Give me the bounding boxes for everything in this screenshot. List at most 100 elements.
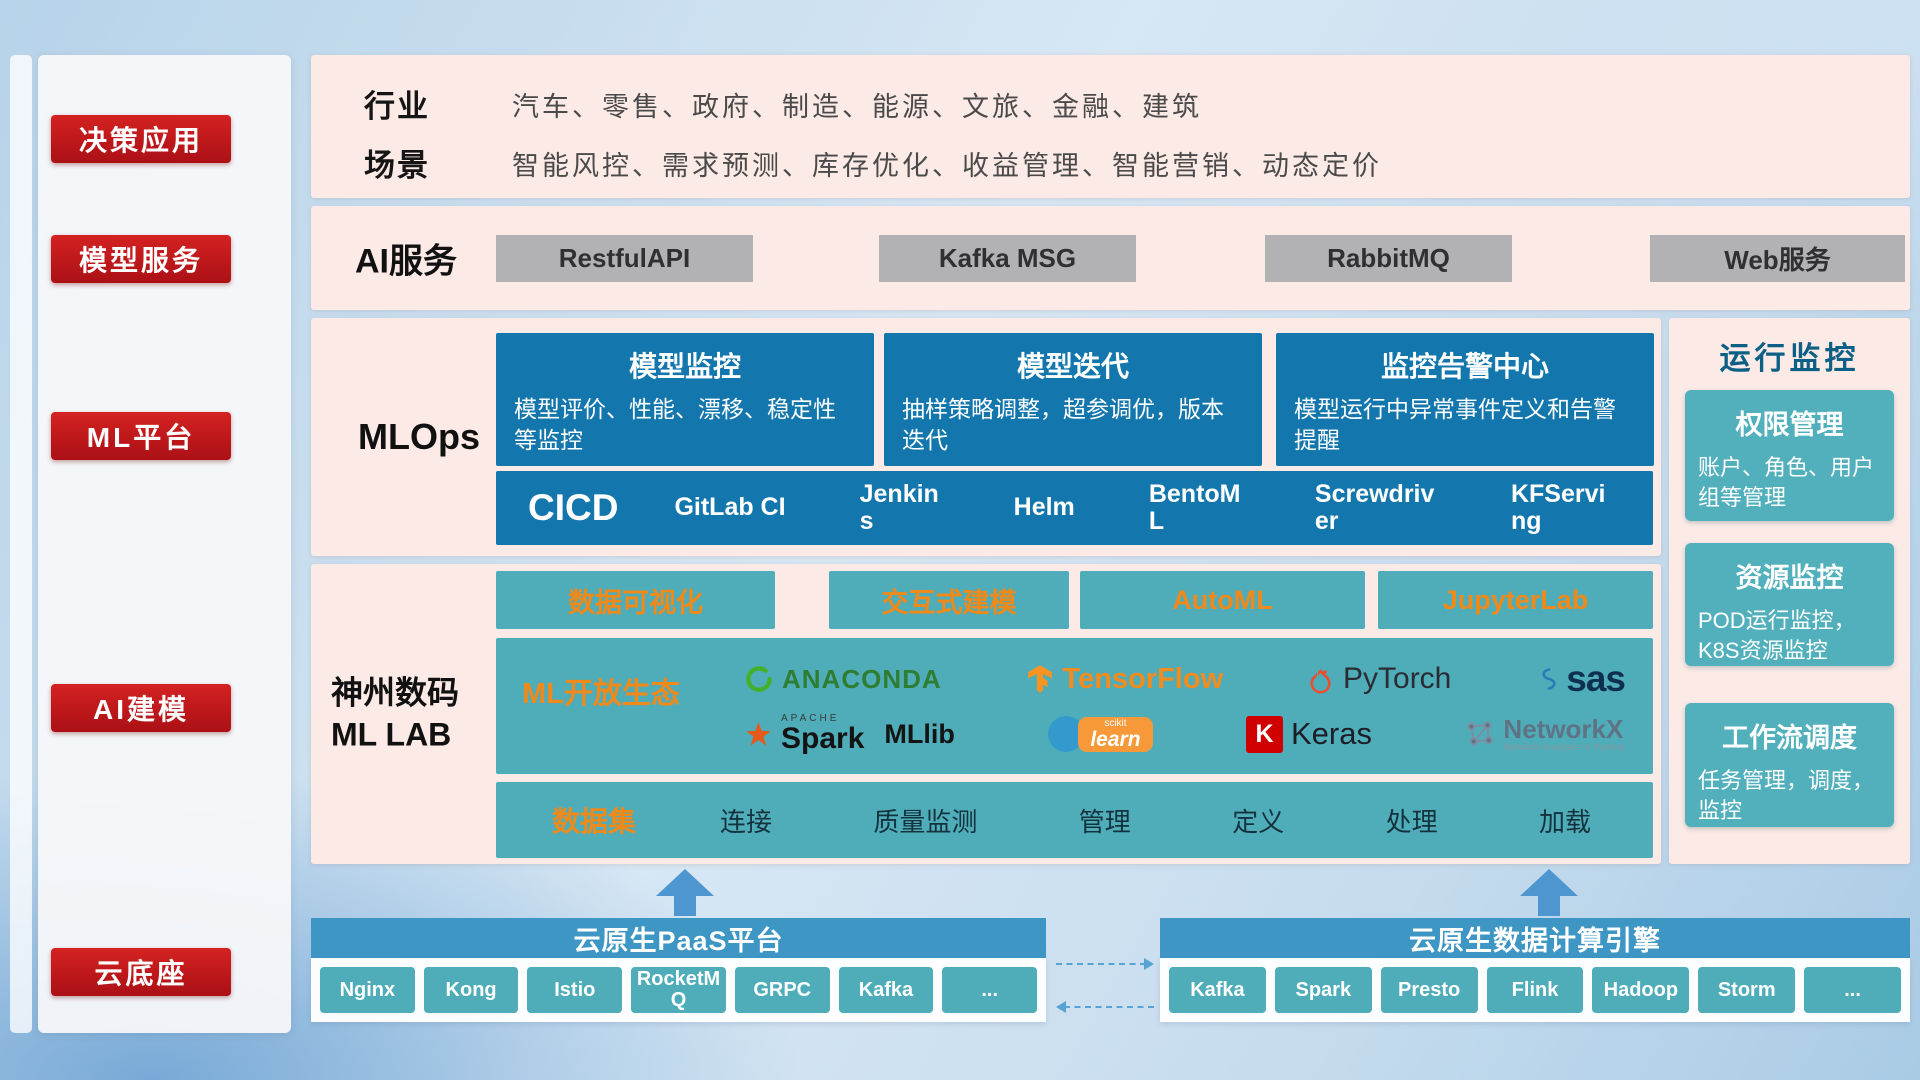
engine-storm-chip: Storm (1698, 967, 1796, 1013)
category-sidebar: 决策应用 模型服务 ML平台 AI建模 云底座 (38, 55, 291, 1033)
model-iteration-desc: 抽样策略调整，超参调优，版本迭代 (902, 396, 1224, 454)
spark-wordmark: APACHE Spark (781, 714, 864, 754)
model-iteration-card: 模型迭代 抽样策略调整，超参调优，版本迭代 (884, 333, 1262, 466)
cicd-label: CICD (528, 487, 619, 528)
model-monitoring-desc: 模型评价、性能、漂移、稳定性等监控 (514, 396, 836, 454)
jenkins-item: Jenkins (859, 479, 939, 535)
resource-monitor-card: 资源监控 POD运行监控，K8S资源监控 (1685, 543, 1894, 666)
ecosystem-logos-row2: APACHE Spark MLlib scikit learn K (744, 714, 1625, 754)
alert-center-card: 监控告警中心 模型运行中异常事件定义和告警提醒 (1276, 333, 1654, 466)
automl-box: AutoML (1080, 571, 1365, 629)
scikit-patch-icon: scikit learn (1078, 716, 1153, 752)
engine-spark-chip: Spark (1274, 967, 1372, 1013)
engine-flink-chip: Flink (1486, 967, 1584, 1013)
pytorch-logo: PyTorch (1306, 662, 1451, 696)
spark-star-icon (746, 721, 771, 745)
pytorch-icon (1310, 668, 1331, 693)
engine-up-arrow-stem (1538, 896, 1560, 916)
restful-api-box: RestfulAPI (496, 235, 753, 282)
ai-service-panel: AI服务 RestfulAPI Kafka MSG RabbitMQ Web服务 (311, 206, 1910, 310)
anaconda-wordmark: ANACONDA (782, 663, 942, 694)
engine-kafka-chip: Kafka (1169, 967, 1266, 1013)
engine-presto-chip: Presto (1380, 967, 1478, 1013)
sidebar-item-model-service: 模型服务 (51, 235, 231, 283)
jupyterlab-box: JupyterLab (1378, 571, 1653, 629)
keras-logo: K Keras (1245, 715, 1372, 753)
engine-hadoop-chip: Hadoop (1592, 967, 1690, 1013)
keras-k-letter: K (1255, 719, 1274, 748)
paas-up-arrow-stem (674, 896, 696, 916)
rabbitmq-box: RabbitMQ (1265, 235, 1512, 282)
networkx-caption: Network Analysis in Python (1503, 741, 1625, 752)
industry-label: 行业 (364, 89, 430, 124)
alert-center-title: 监控告警中心 (1380, 351, 1549, 382)
ml-lab-label-line1: 神州数码 (331, 674, 460, 711)
mlops-label: MLOps (358, 416, 480, 457)
resource-monitor-desc: POD运行监控，K8S资源监控 (1698, 608, 1856, 663)
industry-values: 汽车、零售、政府、制造、能源、文旅、金融、建筑 (512, 92, 1202, 122)
paas-components-strip: Nginx Kong Istio RocketMQ GRPC Kafka ... (311, 958, 1046, 1022)
keras-icon: K (1245, 715, 1283, 753)
model-iteration-title: 模型迭代 (1016, 351, 1129, 382)
engine-up-arrow-head (1520, 869, 1578, 896)
model-monitoring-title: 模型监控 (628, 351, 741, 382)
scikit-caption: scikit (1104, 717, 1127, 729)
paas-platform-header: 云原生PaaS平台 (311, 918, 1046, 958)
networkx-wordmark: NetworkX Network Analysis in Python (1503, 713, 1625, 753)
resource-monitor-title: 资源监控 (1735, 563, 1844, 593)
networkx-logo: NetworkX Network Analysis in Python (1465, 713, 1625, 753)
left-accent-strip (10, 55, 32, 1033)
ai-service-label: AI服务 (355, 242, 457, 281)
dataset-item-manage: 管理 (1078, 806, 1131, 837)
industry-scene-panel: 行业 汽车、零售、政府、制造、能源、文旅、金融、建筑 场景 智能风控、需求预测、… (311, 55, 1910, 198)
helm-item: Helm (1013, 493, 1075, 522)
nginx-chip: Nginx (320, 967, 415, 1013)
sas-logo: sas (1534, 658, 1626, 700)
data-engine-header: 云原生数据计算引擎 (1160, 918, 1910, 958)
permission-management-title: 权限管理 (1735, 410, 1844, 440)
grpc-chip: GRPC (734, 967, 830, 1013)
permission-management-desc: 账户、角色、用户组等管理 (1698, 455, 1875, 510)
dataset-label: 数据集 (552, 806, 637, 837)
ml-ecosystem-box: ML开放生态 ANACONDA TensorFlow PyTorch (496, 638, 1653, 774)
kafka-chip: Kafka (838, 967, 934, 1013)
dashed-arrow-right-icon (1056, 958, 1154, 970)
pytorch-wordmark: PyTorch (1343, 662, 1452, 695)
dashed-arrow-right-head (1144, 958, 1154, 970)
interactive-modeling-box: 交互式建模 (829, 571, 1069, 629)
workflow-scheduling-title: 工作流调度 (1722, 723, 1857, 753)
kafka-msg-box: Kafka MSG (879, 235, 1136, 282)
networkx-icon (1467, 721, 1494, 746)
dataset-item-load: 加载 (1538, 806, 1591, 837)
cicd-tools: GitLab CI Jenkins Helm BentoML Screwdriv… (674, 479, 1611, 536)
sidebar-item-cloud-base: 云底座 (51, 948, 231, 996)
sas-icon (1542, 668, 1556, 690)
mllib-text: MLlib (884, 718, 955, 749)
scene-values: 智能风控、需求预测、库存优化、收益管理、智能营销、动态定价 (512, 151, 1382, 181)
alert-center-desc: 模型运行中异常事件定义和告警提醒 (1294, 396, 1616, 454)
workflow-scheduling-desc: 任务管理，调度，监控 (1698, 768, 1875, 823)
scene-label: 场景 (364, 148, 430, 183)
sidebar-item-ai-modeling: AI建模 (51, 684, 231, 732)
ecosystem-logos: ANACONDA TensorFlow PyTorch sas (744, 638, 1653, 774)
anaconda-logo: ANACONDA (744, 664, 942, 695)
data-visualization-box: 数据可视化 (496, 571, 775, 629)
permission-management-card: 权限管理 账户、角色、用户组等管理 (1685, 390, 1894, 521)
ml-lab-label-line2: ML LAB (331, 716, 452, 752)
screwdriver-item: Screwdriver (1314, 479, 1435, 535)
spark-mllib-logo: APACHE Spark MLlib (744, 714, 955, 754)
keras-wordmark: Keras (1290, 716, 1372, 751)
spark-text: Spark (781, 722, 865, 755)
tensorflow-wordmark: TensorFlow (1062, 662, 1224, 695)
ml-lab-label: 神州数码 ML LAB (331, 672, 459, 755)
dashed-arrow-left-head (1056, 1001, 1066, 1013)
networkx-text: NetworkX (1503, 713, 1624, 744)
more-engine-chip: ... (1804, 967, 1902, 1013)
mlops-panel: MLOps 模型监控 模型评价、性能、漂移、稳定性等监控 模型迭代 抽样策略调整… (311, 318, 1661, 556)
cicd-bar: CICD GitLab CI Jenkins Helm BentoML Scre… (496, 471, 1653, 545)
anaconda-icon (746, 666, 772, 692)
dataset-item-connect: 连接 (720, 806, 773, 837)
dataset-item-define: 定义 (1232, 806, 1285, 837)
sas-wordmark: sas (1566, 658, 1626, 699)
